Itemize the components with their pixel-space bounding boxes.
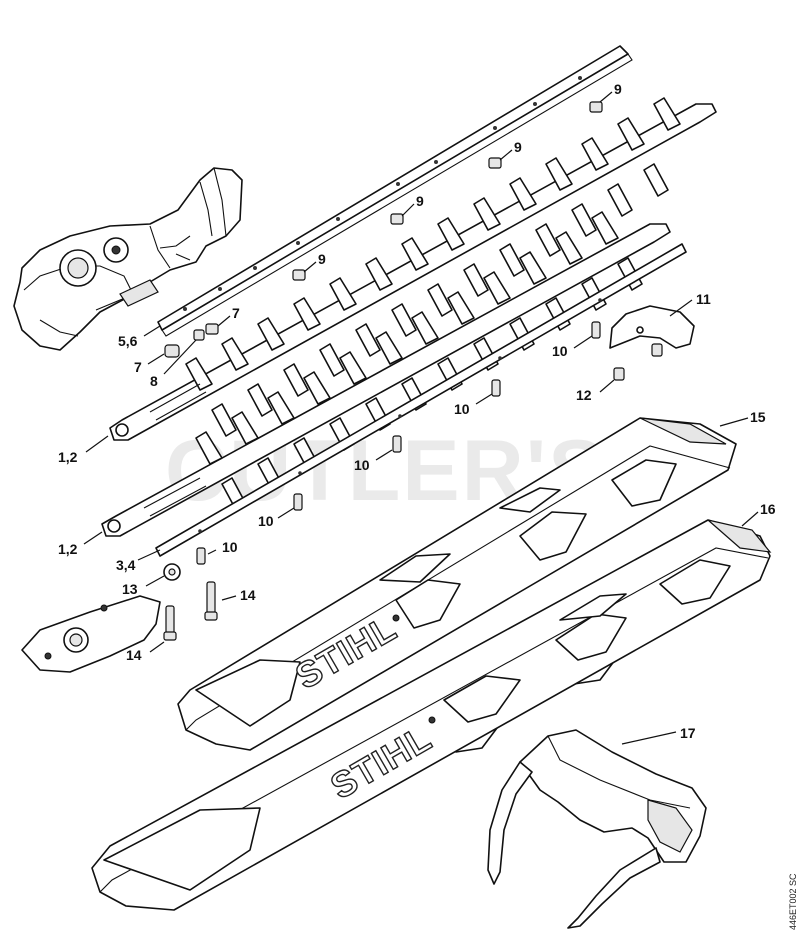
nut-9: [292, 101, 603, 281]
callout-9: 9: [416, 193, 424, 209]
callout-10: 10: [552, 343, 568, 359]
callout-7: 7: [134, 359, 142, 375]
callout-9: 9: [514, 139, 522, 155]
callout-16: 16: [760, 501, 776, 517]
drive-plate: [21, 595, 161, 673]
blade-guard-16: STIHL: [91, 519, 772, 911]
callout-12: 12: [576, 387, 592, 403]
callout-3-4: 3,4: [116, 557, 136, 573]
cutting-blade-upper: [109, 97, 717, 441]
gearbox-housing: [13, 167, 243, 351]
callout-10: 10: [222, 539, 238, 555]
callout-1-2: 1,2: [58, 541, 78, 557]
callout-10: 10: [454, 401, 470, 417]
callout-17: 17: [680, 725, 696, 741]
guide-rail: [157, 45, 633, 337]
screw-12: [613, 343, 663, 381]
leader-lines: [83, 91, 759, 745]
callout-9: 9: [614, 81, 622, 97]
bolt-14: [163, 581, 218, 641]
callout-10: 10: [258, 513, 274, 529]
callout-13: 13: [122, 581, 138, 597]
bracket-11: [609, 305, 695, 349]
callout-1-2: 1,2: [58, 449, 78, 465]
guide-bar-lower: [155, 243, 687, 557]
screw-10: [196, 321, 601, 565]
callout-15: 15: [750, 409, 766, 425]
callout-10: 10: [354, 457, 370, 473]
callout-11: 11: [696, 291, 711, 307]
nut-7-washer-8: [164, 323, 219, 358]
callout-labels: 9 9 9 9 7 5,6 7 8 11 10 12 10 1,2 10 15 …: [58, 81, 776, 741]
callout-5-6: 5,6: [118, 333, 138, 349]
safety-glasses-17: [487, 729, 707, 929]
callout-7: 7: [232, 305, 240, 321]
callout-9: 9: [318, 251, 326, 267]
callout-14: 14: [126, 647, 142, 663]
callout-8: 8: [150, 373, 158, 389]
diagram-code: 446ET002 SC: [788, 873, 798, 930]
callout-14: 14: [240, 587, 256, 603]
